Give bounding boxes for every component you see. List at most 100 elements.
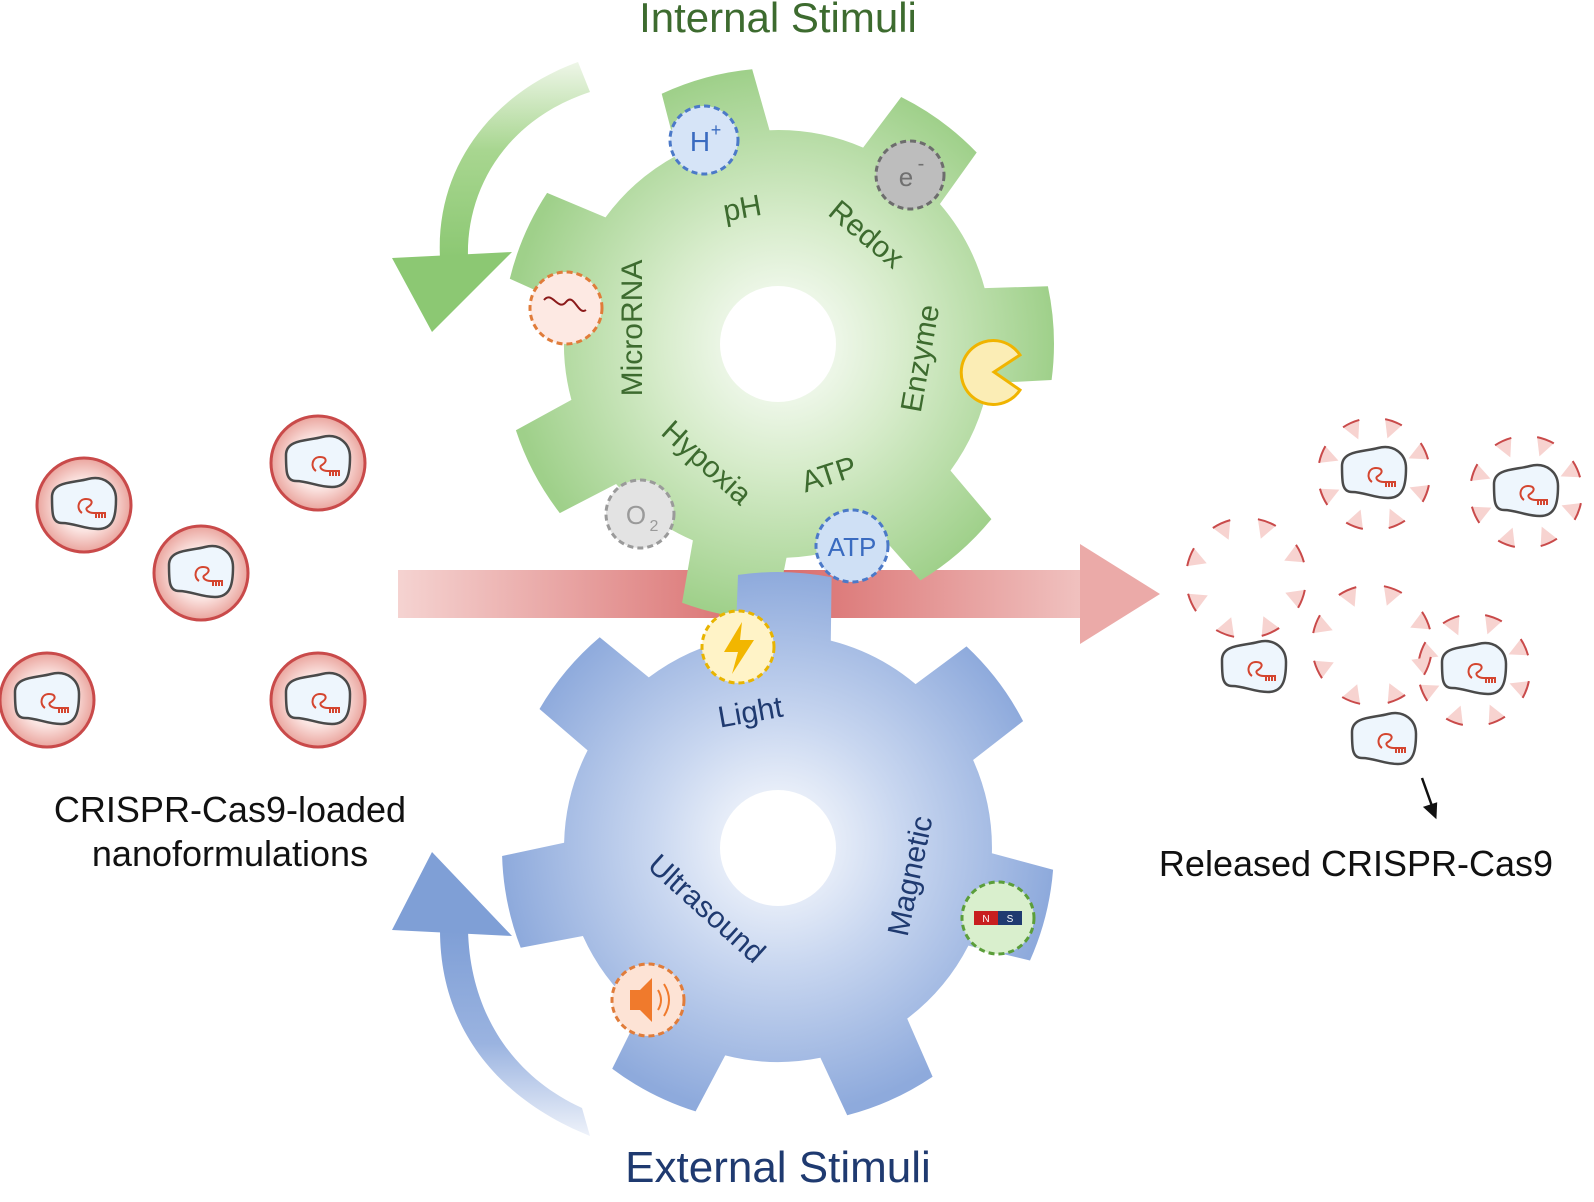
oxygen-icon: O 2 [604,478,676,550]
svg-text:ATP: ATP [828,532,877,562]
loaded-caption-line2: nanoformulations [92,833,368,874]
shell-fragment [1338,587,1357,607]
shell-fragment [1443,615,1460,636]
external-stimuli-gear [502,572,1054,1116]
pointer-arrow [1420,777,1438,820]
ph-label: pH [721,189,765,228]
released-cargo [1318,418,1430,530]
shell-fragment-edge [1342,418,1360,429]
shell-fragment-edge [1318,488,1329,506]
shell-fragment-edge [1313,660,1323,679]
shell-fragment-edge [1297,589,1306,609]
shell-fragment-edge [1338,586,1357,596]
shell-fragment-edge [1215,629,1235,638]
shell-fragment [1314,660,1334,679]
nanoparticle [35,456,133,554]
shell-fragment [1471,506,1492,523]
shell-fragment-edge [1341,696,1361,705]
shell-fragment-edge [1261,627,1280,637]
svg-text:-: - [918,153,925,175]
shell-fragment-edge [1445,717,1464,726]
shell-fragment-edge [1419,442,1430,460]
shell-fragment-edge [1519,638,1530,656]
microrna-label: MicroRNA [616,260,649,397]
internal-stimuli-gear [509,69,1054,620]
shell-fragment-edge [1421,484,1430,503]
shell-fragment [1560,461,1581,478]
released-caption: Released CRISPR-Cas9 [1159,843,1553,884]
shell-fragment-edge [1383,585,1403,594]
broken-shell [1312,585,1432,705]
released-cargo [1418,614,1530,726]
microrna-icon [528,270,604,346]
cas9-capsule [1492,463,1560,518]
shell-fragment [1488,704,1505,725]
shell-fragment-edge [1423,656,1432,676]
nanoparticle [0,651,96,749]
shell-fragment-edge [1470,463,1479,482]
shell-fragment-edge [1571,460,1582,478]
shell-fragment [1419,684,1440,701]
shell-fragment-edge [1521,680,1530,699]
shell-fragment-edge [1388,519,1406,530]
svg-text:O: O [626,500,646,530]
internal-stimuli-title: Internal Stimuli [639,0,917,41]
svg-text:N: N [982,914,989,925]
shell-fragment-edge [1470,506,1481,524]
ultrasound-speaker-icon [610,962,686,1038]
shell-fragment-edge [1573,502,1582,521]
nanoparticle [269,651,367,749]
shell-fragment [1387,683,1406,703]
shell-fragment [1188,593,1208,612]
shell-fragment-edge [1295,544,1305,563]
nanoparticle [269,414,367,512]
shell-fragment-edge [1312,614,1321,634]
cas9-capsule [1440,641,1508,696]
shell-fragment-edge [1345,521,1364,530]
cas9-capsule [1350,711,1418,766]
shell-fragment [1410,611,1430,630]
shell-fragment-edge [1384,418,1403,427]
internal-cycle-arrow [392,62,590,332]
svg-text:+: + [711,120,722,140]
released-cargo-group [1186,418,1582,766]
shell-fragment-edge [1318,445,1327,464]
shell-fragment-edge [1484,614,1503,623]
shell-fragment-edge [1187,593,1197,612]
shell-fragment [1212,520,1231,540]
cas9-capsule [1340,445,1408,500]
external-stimuli-title: External Stimuli [625,1143,931,1192]
released-cargo [1470,436,1582,548]
released-cargo [1350,711,1418,766]
shell-fragment-edge [1257,518,1277,527]
nanoformulations-group [0,414,367,749]
shell-fragment-edge [1488,715,1506,726]
cas9-capsule [1220,639,1288,694]
shell-fragment-edge [1494,436,1512,447]
svg-text:2: 2 [650,518,659,535]
proton-icon: H + [668,104,740,176]
broken-shell [1186,518,1306,638]
light-bolt-icon [700,609,776,685]
atp-molecule-icon: ATP [814,508,890,584]
magnet-icon: N S [960,880,1036,956]
shell-fragment [1388,508,1405,529]
shell-fragment [1343,419,1360,440]
loaded-caption-line1: CRISPR-Cas9-loaded [54,789,406,830]
svg-text:e: e [899,162,913,192]
shell-fragment [1540,526,1557,547]
shell-fragment [1261,616,1280,636]
shell-fragment-edge [1442,614,1460,625]
svg-text:H: H [690,126,710,157]
external-cycle-arrow [392,852,590,1136]
shell-fragment-edge [1536,436,1555,445]
enzyme-pacman-icon [959,339,1023,406]
shell-fragment-edge [1540,537,1558,548]
nanoparticle [152,524,250,622]
shell-fragment-edge [1497,539,1516,548]
shell-fragment-edge [1421,611,1431,630]
shell-fragment-edge [1418,684,1429,702]
electron-icon: e - [874,139,946,211]
shell-fragment [1319,488,1340,505]
shell-fragment-edge [1212,519,1231,529]
